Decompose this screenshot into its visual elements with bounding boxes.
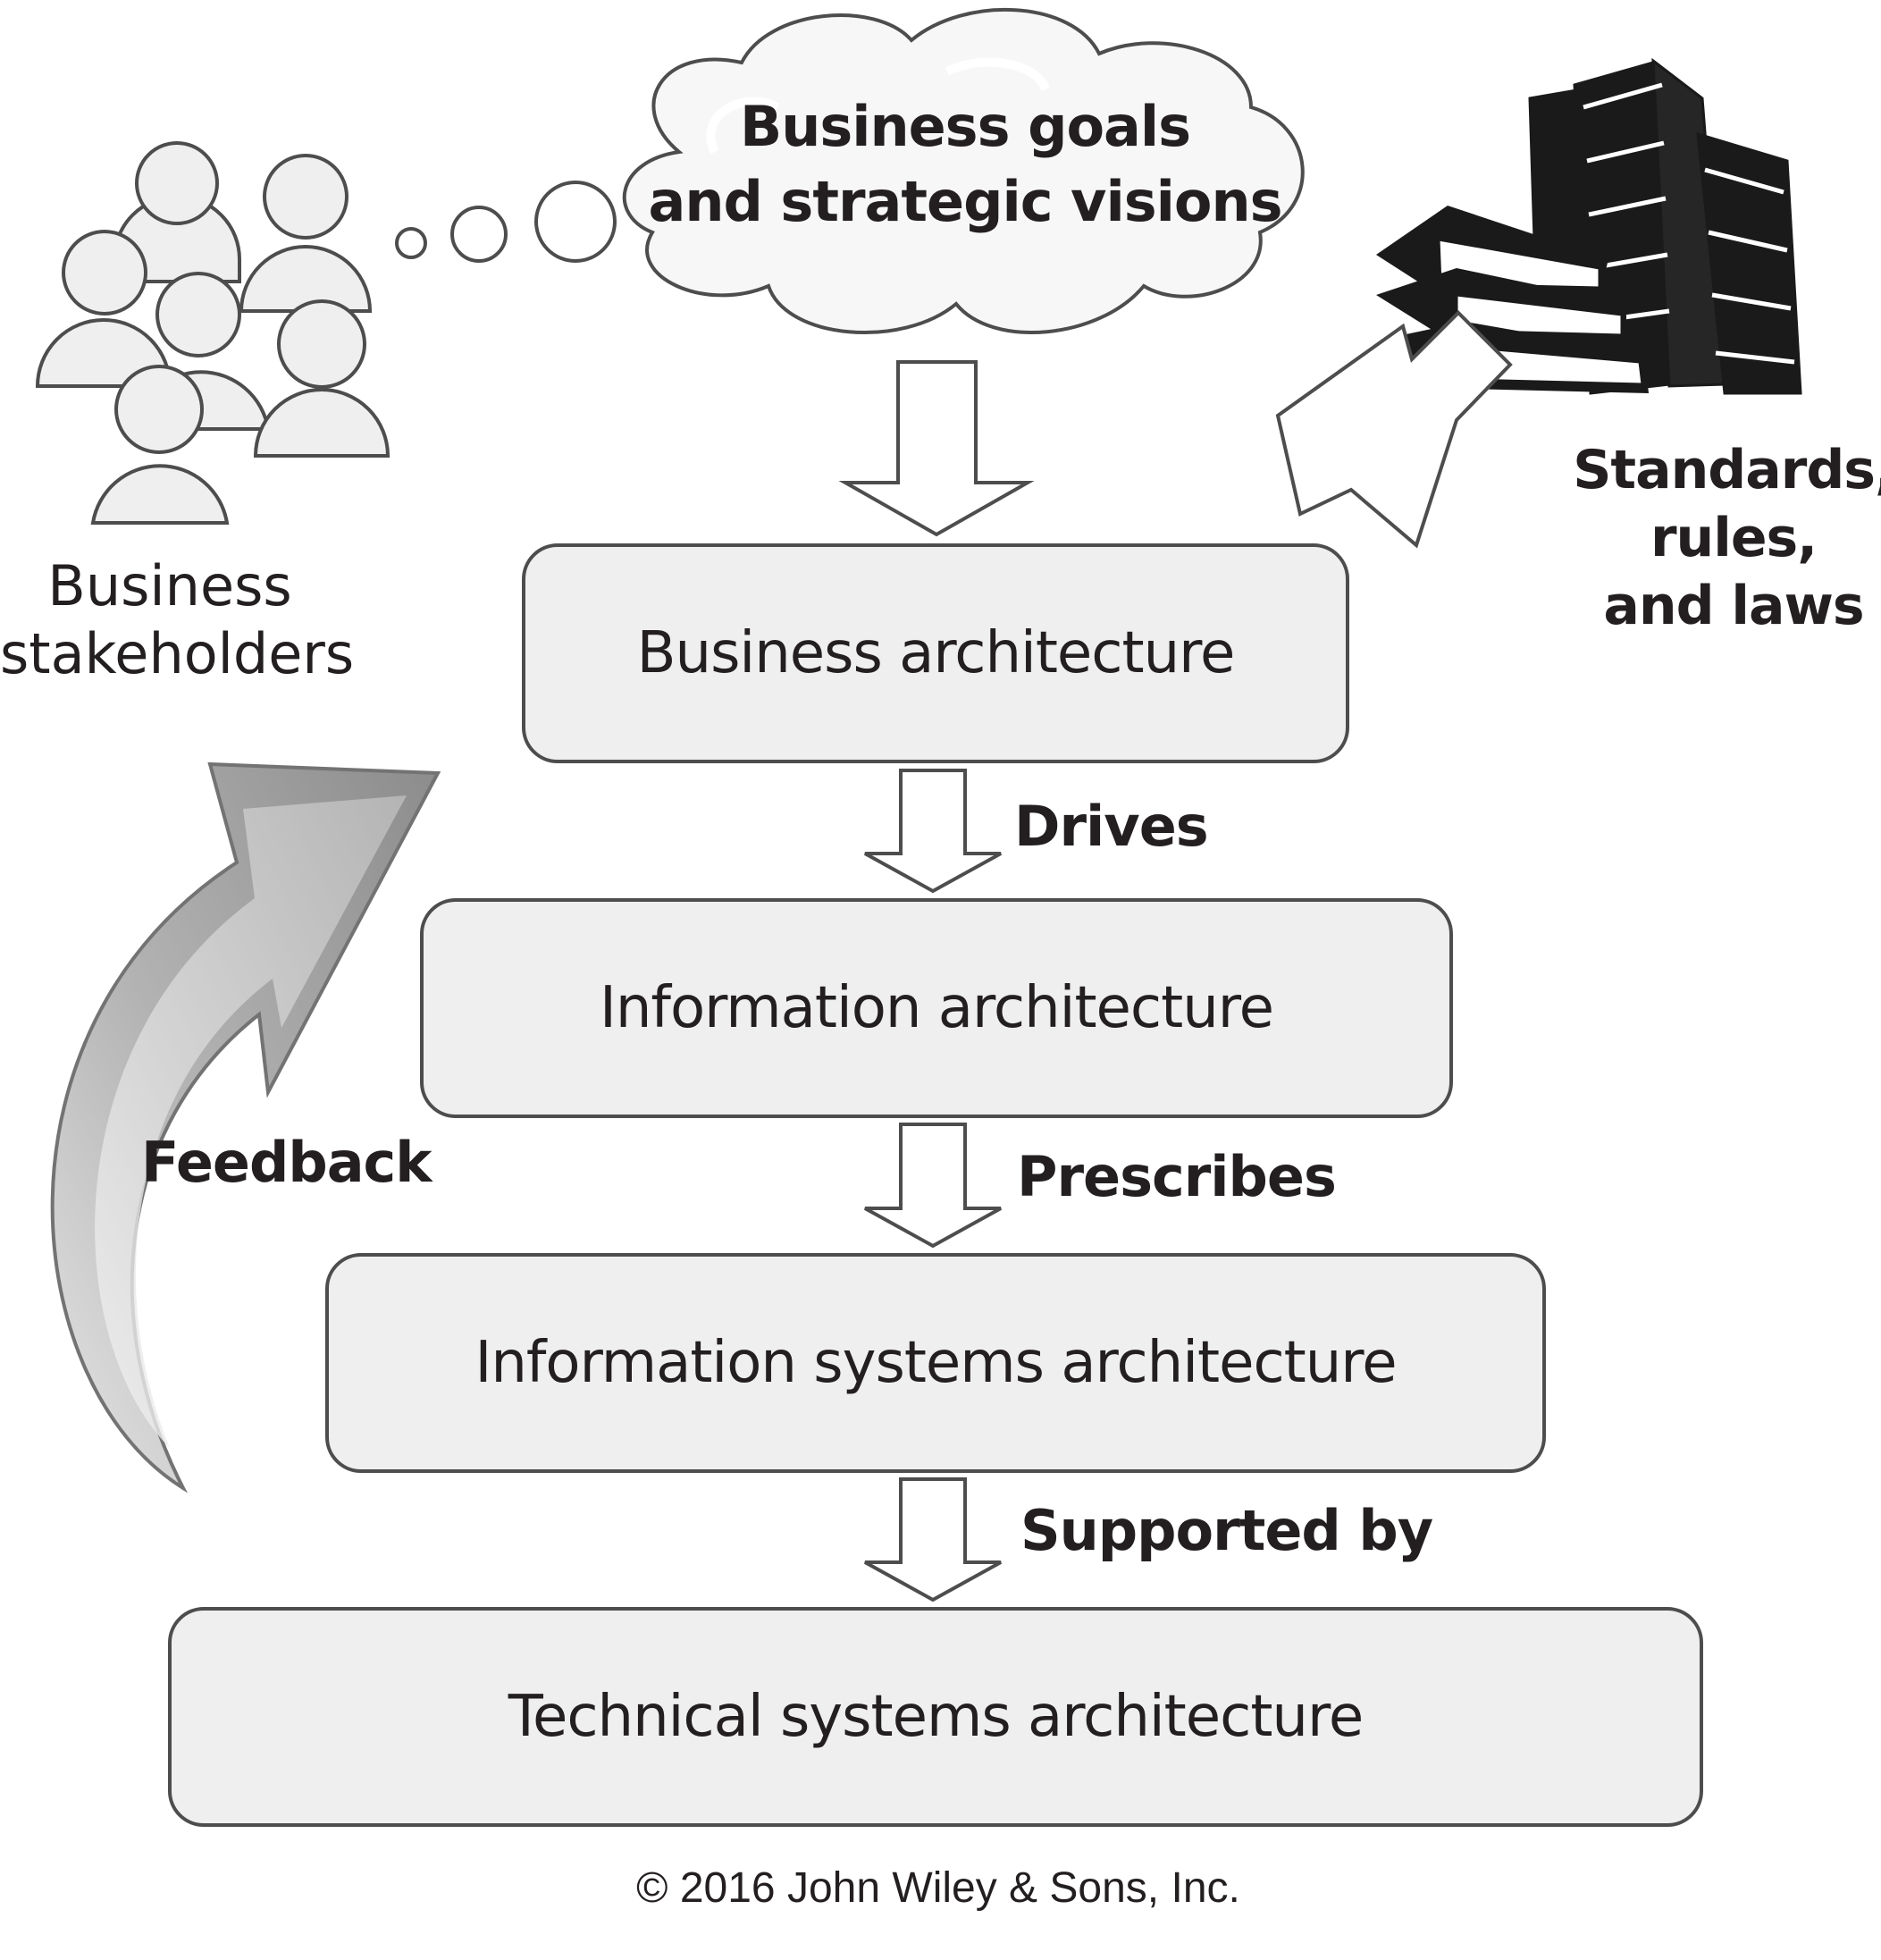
cloud-label: Business goals and strategic visions <box>634 89 1296 240</box>
drives-label: Drives <box>1014 794 1209 859</box>
cloud-to-business-arrow <box>838 360 1035 537</box>
drives-arrow <box>864 769 1002 894</box>
cloud-icon <box>622 7 1305 334</box>
technical-systems-architecture-box: Technical systems architecture <box>168 1607 1703 1827</box>
standards-label-line1: Standards, <box>1573 439 1881 501</box>
person-icon <box>253 299 390 458</box>
information-systems-architecture-label: Information systems architecture <box>474 1330 1397 1396</box>
prescribes-arrow <box>864 1123 1002 1249</box>
standards-to-business-arrow <box>1275 310 1513 549</box>
standards-label-line3: and laws <box>1603 575 1864 637</box>
supported-by-label: Supported by <box>1020 1498 1433 1563</box>
person-icon <box>90 365 230 525</box>
business-architecture-box: Business architecture <box>522 543 1349 763</box>
person-icon <box>35 230 172 388</box>
standards-label: Standards, rules, and laws <box>1559 436 1881 640</box>
cloud-label-line1: Business goals <box>739 94 1191 159</box>
information-systems-architecture-box: Information systems architecture <box>325 1253 1546 1473</box>
cloud-label-line2: and strategic visions <box>648 169 1282 234</box>
person-icon <box>239 154 373 313</box>
stakeholders-label-line2: stakeholders <box>0 621 355 686</box>
information-architecture-box: Information architecture <box>420 898 1453 1118</box>
feedback-label: Feedback <box>141 1130 432 1195</box>
information-architecture-label: Information architecture <box>599 975 1274 1041</box>
standards-label-line2: rules, <box>1650 507 1818 569</box>
prescribes-label: Prescribes <box>1017 1144 1337 1209</box>
supported-by-arrow <box>864 1477 1002 1602</box>
stakeholders-icon <box>35 141 390 525</box>
technical-systems-architecture-label: Technical systems architecture <box>508 1684 1365 1750</box>
business-architecture-label: Business architecture <box>636 620 1236 686</box>
copyright-notice: © 2016 John Wiley & Sons, Inc. <box>636 1864 1240 1912</box>
person-icon <box>113 141 241 283</box>
stakeholders-label: Business stakeholders <box>0 552 355 688</box>
feedback-arrow <box>50 761 441 1493</box>
stakeholders-label-line1: Business <box>47 553 292 618</box>
thought-bubbles <box>395 181 617 263</box>
